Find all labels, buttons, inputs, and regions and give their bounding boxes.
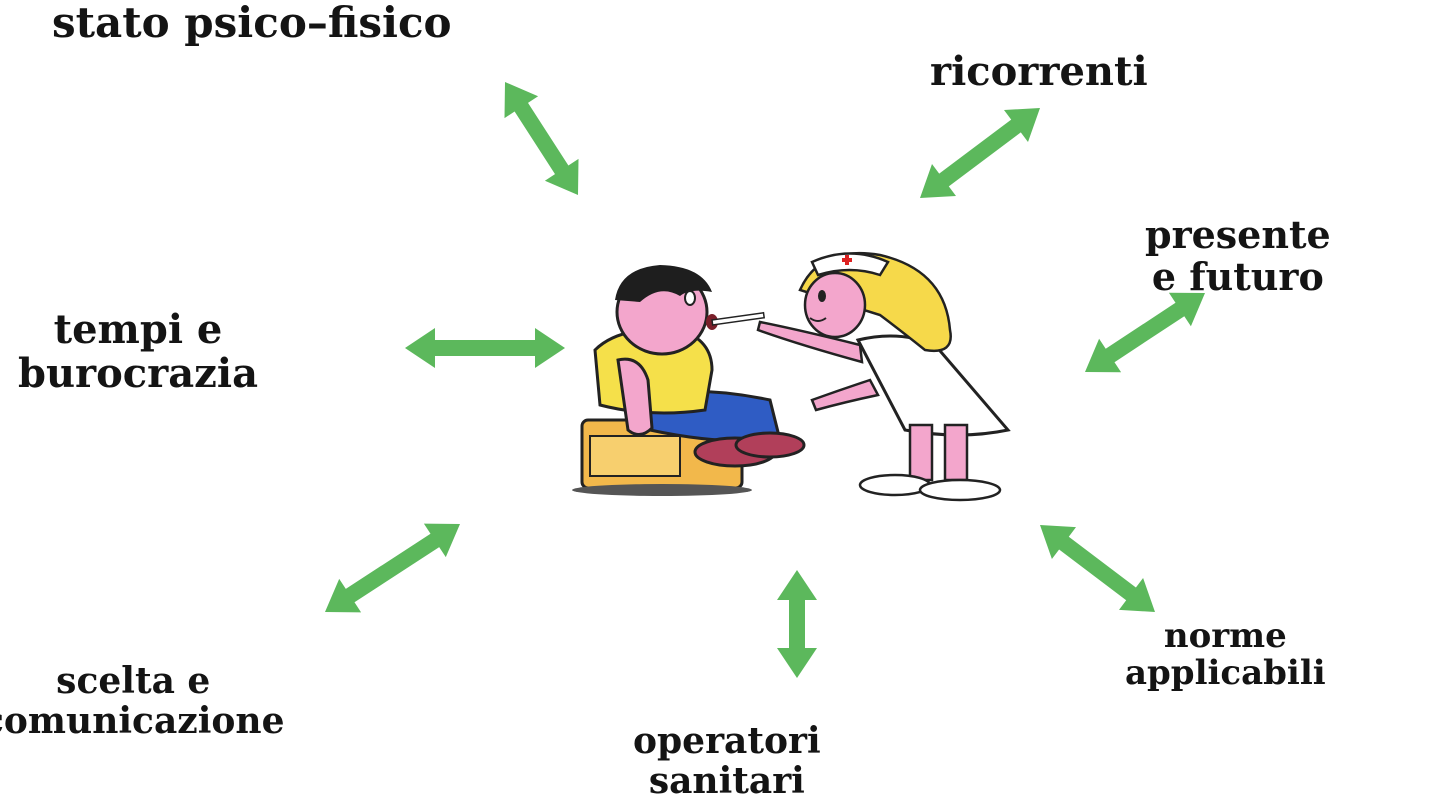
nurse-icon	[756, 251, 1011, 502]
label-operatori-sanitari: operatori sanitari	[633, 720, 821, 802]
label-norme-applicabili: norme applicabili	[1125, 616, 1326, 694]
label-norme-line1: norme	[1163, 616, 1287, 656]
label-presente-line2: e futuro	[1151, 253, 1324, 299]
label-ricorrenti-line1: ricorrenti	[930, 48, 1148, 95]
label-norme-line2: applicabili	[1125, 653, 1326, 694]
label-operatori-line2: sanitari	[648, 759, 805, 802]
arrow-tempi-icon	[405, 328, 565, 368]
arrow-norme-icon	[1040, 525, 1155, 612]
label-tempi-e-burocrazia: tempi e burocrazia	[18, 308, 258, 396]
label-stato-psico-fisico: stato psico–fisico	[52, 0, 452, 46]
arrow-presente-icon	[1085, 292, 1205, 373]
label-presente-e-futuro: presente e futuro	[1145, 214, 1331, 298]
label-operatori-line1: operatori	[633, 720, 821, 762]
arrow-scelta-icon	[325, 523, 460, 613]
arrow-ricorrenti-icon	[920, 108, 1040, 198]
arrow-stato-icon	[504, 82, 579, 195]
label-tempi-line2: burocrazia	[18, 350, 258, 397]
label-scelta-e-comunicazione: scelta e comunicazione	[0, 660, 285, 742]
label-presente-line1: presente	[1145, 212, 1331, 257]
label-tempi-line1: tempi e	[53, 306, 223, 353]
label-scelta-line2: comunicazione	[0, 699, 285, 742]
label-stato-line1: stato psico–fisico	[52, 0, 452, 47]
label-scelta-line1: scelta e	[56, 660, 211, 702]
arrow-operatori-icon	[777, 570, 817, 678]
label-ricorrenti: ricorrenti	[930, 50, 1148, 94]
patient-icon	[593, 265, 806, 468]
